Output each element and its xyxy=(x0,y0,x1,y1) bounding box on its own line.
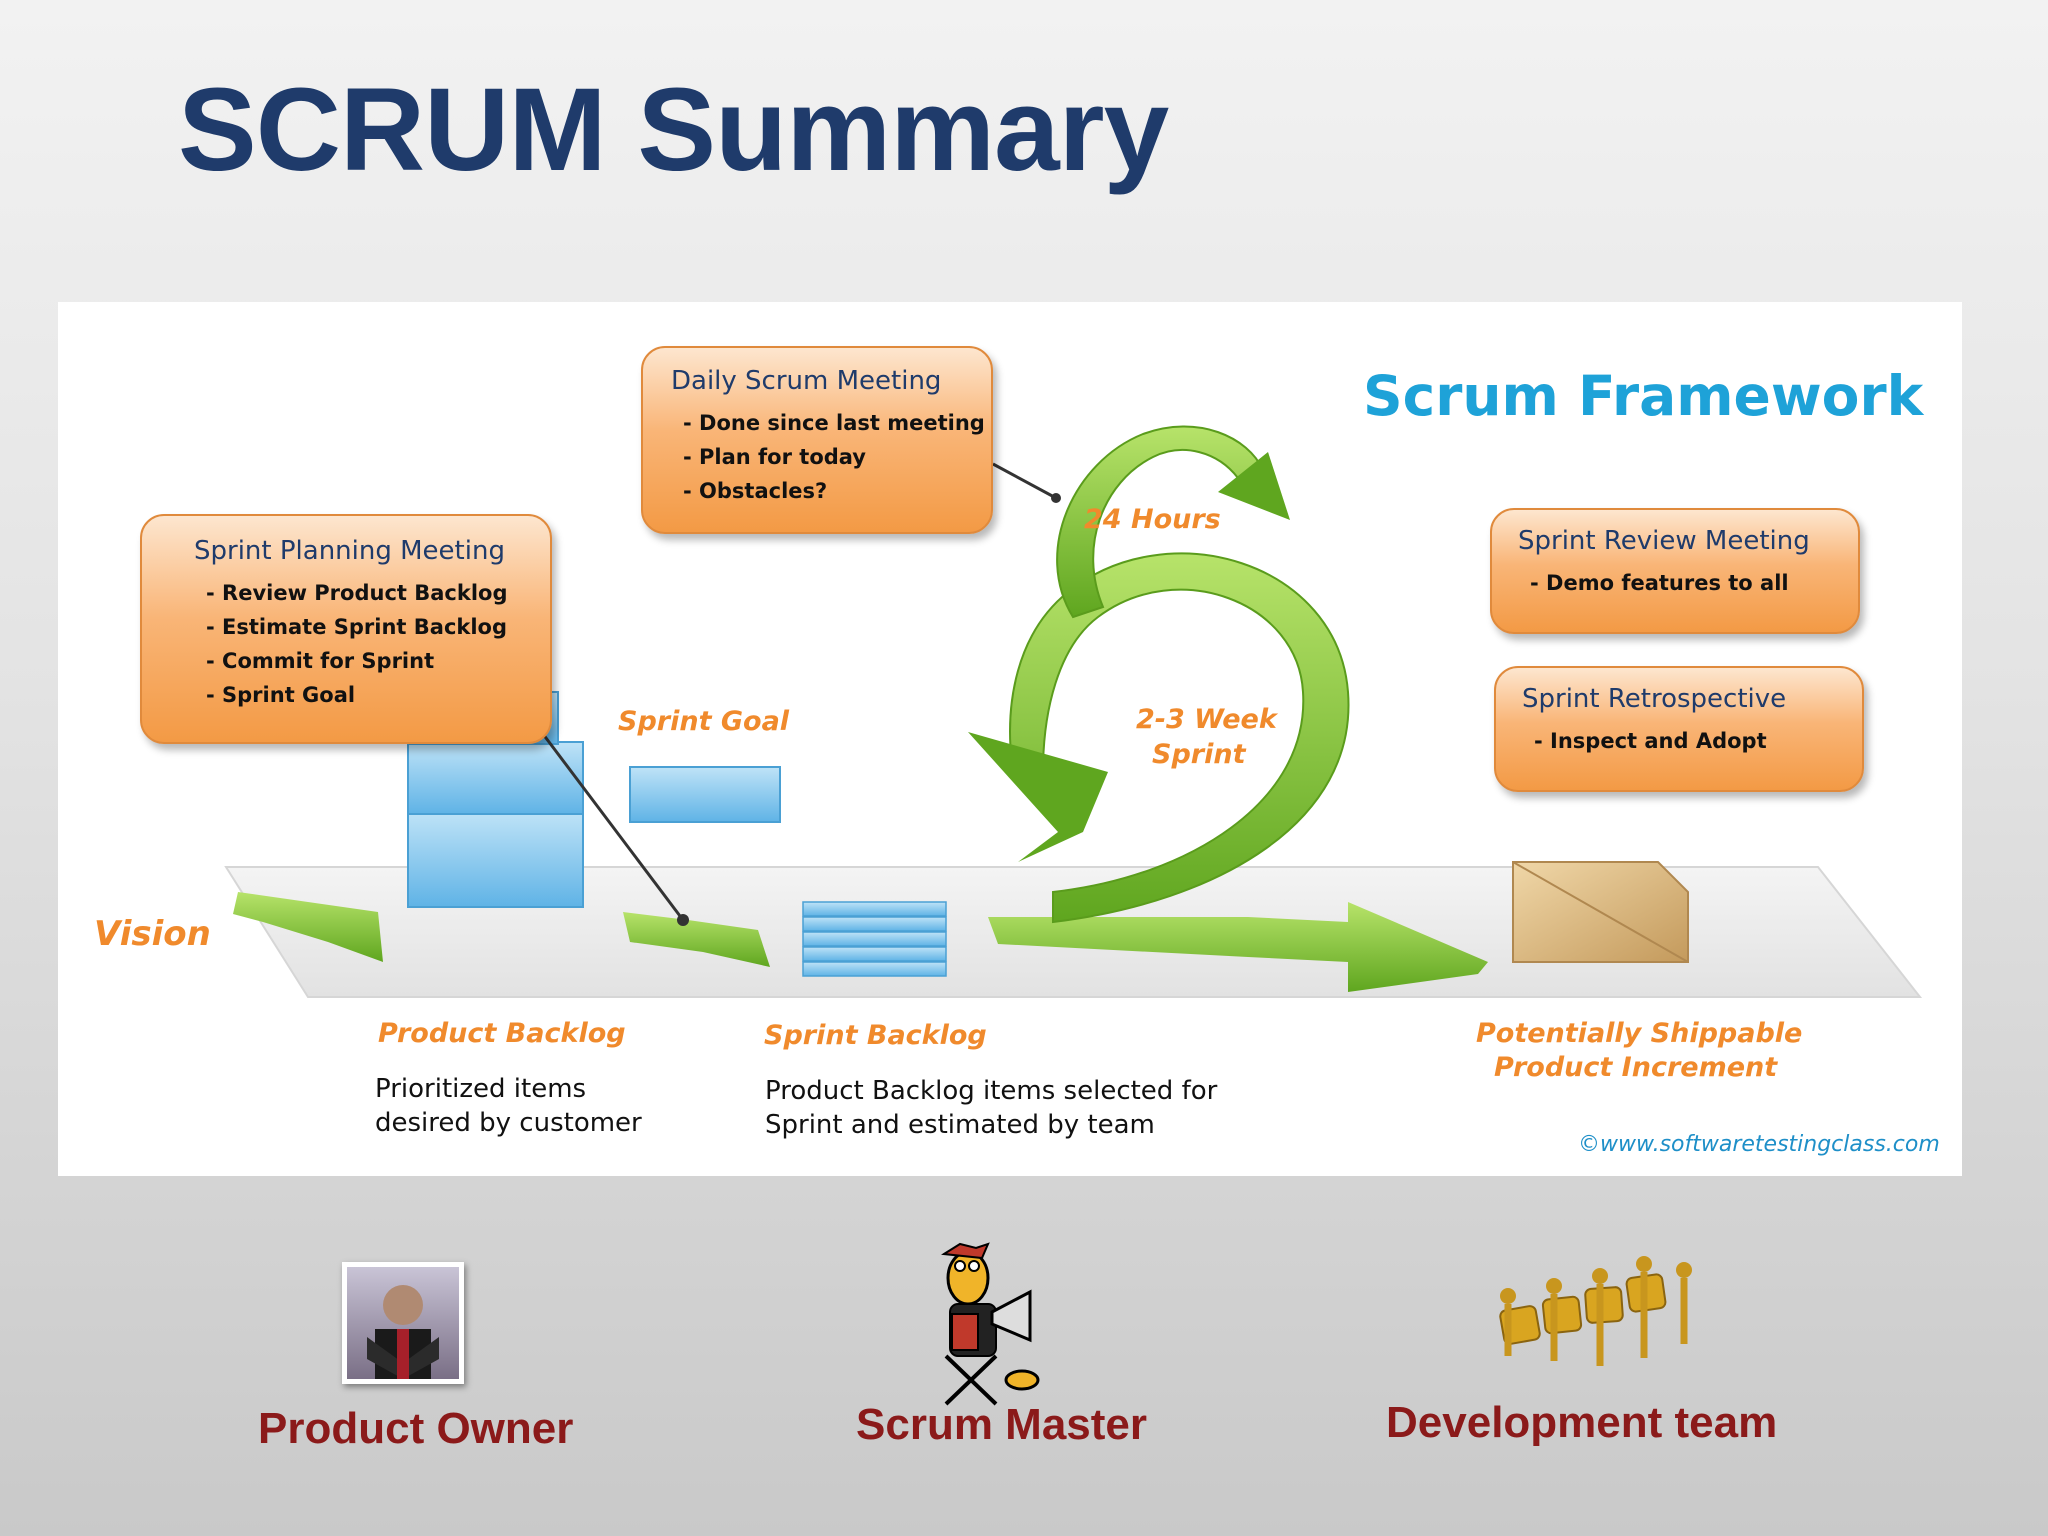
vision-label: Vision xyxy=(94,914,211,954)
vision-arrow xyxy=(233,892,383,962)
team-puzzle-icon xyxy=(1488,1246,1698,1396)
role-product-owner: Product Owner xyxy=(240,1262,600,1462)
megaphone-director-icon xyxy=(926,1240,1066,1410)
sprint-retrospective-box: Sprint Retrospective - Inspect and Adopt xyxy=(1494,666,1864,792)
daily-scrum-item: - Obstacles? xyxy=(683,479,828,503)
increment-label-line1: Potentially Shippable xyxy=(1476,1018,1803,1049)
sprint-review-box: Sprint Review Meeting - Demo features to… xyxy=(1490,508,1860,634)
increment-label-line2: Product Increment xyxy=(1494,1052,1778,1083)
person-photo-icon xyxy=(342,1262,464,1384)
role-label-product-owner: Product Owner xyxy=(258,1404,574,1453)
scrum-framework-diagram: Sprint Planning Meeting - Review Product… xyxy=(58,302,1962,1176)
sprint-backlog-desc-line2: Sprint and estimated by team xyxy=(765,1110,1155,1140)
sprint-retrospective-title: Sprint Retrospective xyxy=(1522,684,1787,714)
sprint-backlog-label: Sprint Backlog xyxy=(764,1020,987,1051)
sprint-planning-item: - Commit for Sprint xyxy=(206,649,435,673)
planning-connector-line xyxy=(541,733,685,921)
daily-scrum-box: Daily Scrum Meeting - Done since last me… xyxy=(641,346,993,534)
product-backlog-label: Product Backlog xyxy=(378,1018,626,1049)
role-development-team: Development team xyxy=(1380,1246,1800,1466)
sprint-planning-title: Sprint Planning Meeting xyxy=(194,536,505,566)
sprint-loop-arrowhead xyxy=(968,732,1108,862)
role-label-scrum-master: Scrum Master xyxy=(856,1400,1148,1449)
planning-connector-dot xyxy=(677,914,689,926)
product-backlog-desc-line2: desired by customer xyxy=(375,1108,642,1138)
sprint-planning-box: Sprint Planning Meeting - Review Product… xyxy=(140,514,552,744)
slide-title: SCRUM Summary xyxy=(178,64,1169,196)
sprint-goal-label: Sprint Goal xyxy=(618,706,790,737)
role-scrum-master: Scrum Master xyxy=(850,1240,1210,1460)
framework-title: Scrum Framework xyxy=(1363,364,1924,428)
product-increment-box xyxy=(1512,861,1689,963)
sprint-to-increment-arrow xyxy=(988,902,1488,992)
sprint-retrospective-item: - Inspect and Adopt xyxy=(1534,729,1767,753)
sprint-review-title: Sprint Review Meeting xyxy=(1518,526,1810,556)
daily-scrum-title: Daily Scrum Meeting xyxy=(671,366,942,396)
sprint-duration-label-line1: 2-3 Week xyxy=(1136,704,1277,735)
sprint-review-item: - Demo features to all xyxy=(1530,571,1789,595)
sprint-duration-label-line2: Sprint xyxy=(1152,739,1246,770)
daily-connector-dot xyxy=(1051,493,1061,503)
sprint-planning-item: - Sprint Goal xyxy=(206,683,356,707)
role-label-development-team: Development team xyxy=(1386,1398,1778,1447)
sprint-backlog-stack xyxy=(802,901,947,977)
sprint-backlog-desc-line1: Product Backlog items selected for xyxy=(765,1076,1218,1106)
product-backlog-desc-line1: Prioritized items xyxy=(375,1074,587,1104)
daily-loop-arrowhead xyxy=(1218,452,1290,520)
copyright-text: ©www.softwaretestingclass.com xyxy=(1578,1132,1940,1157)
daily-scrum-item: - Done since last meeting xyxy=(683,411,985,435)
sprint-goal-block xyxy=(629,766,781,823)
sprint-planning-item: - Estimate Sprint Backlog xyxy=(206,615,508,639)
backlog-to-sprint-arrow xyxy=(623,912,770,967)
sprint-planning-item: - Review Product Backlog xyxy=(206,581,508,605)
hours-label: 24 Hours xyxy=(1084,504,1221,535)
daily-scrum-item: - Plan for today xyxy=(683,445,866,469)
daily-connector-line xyxy=(992,462,1057,500)
